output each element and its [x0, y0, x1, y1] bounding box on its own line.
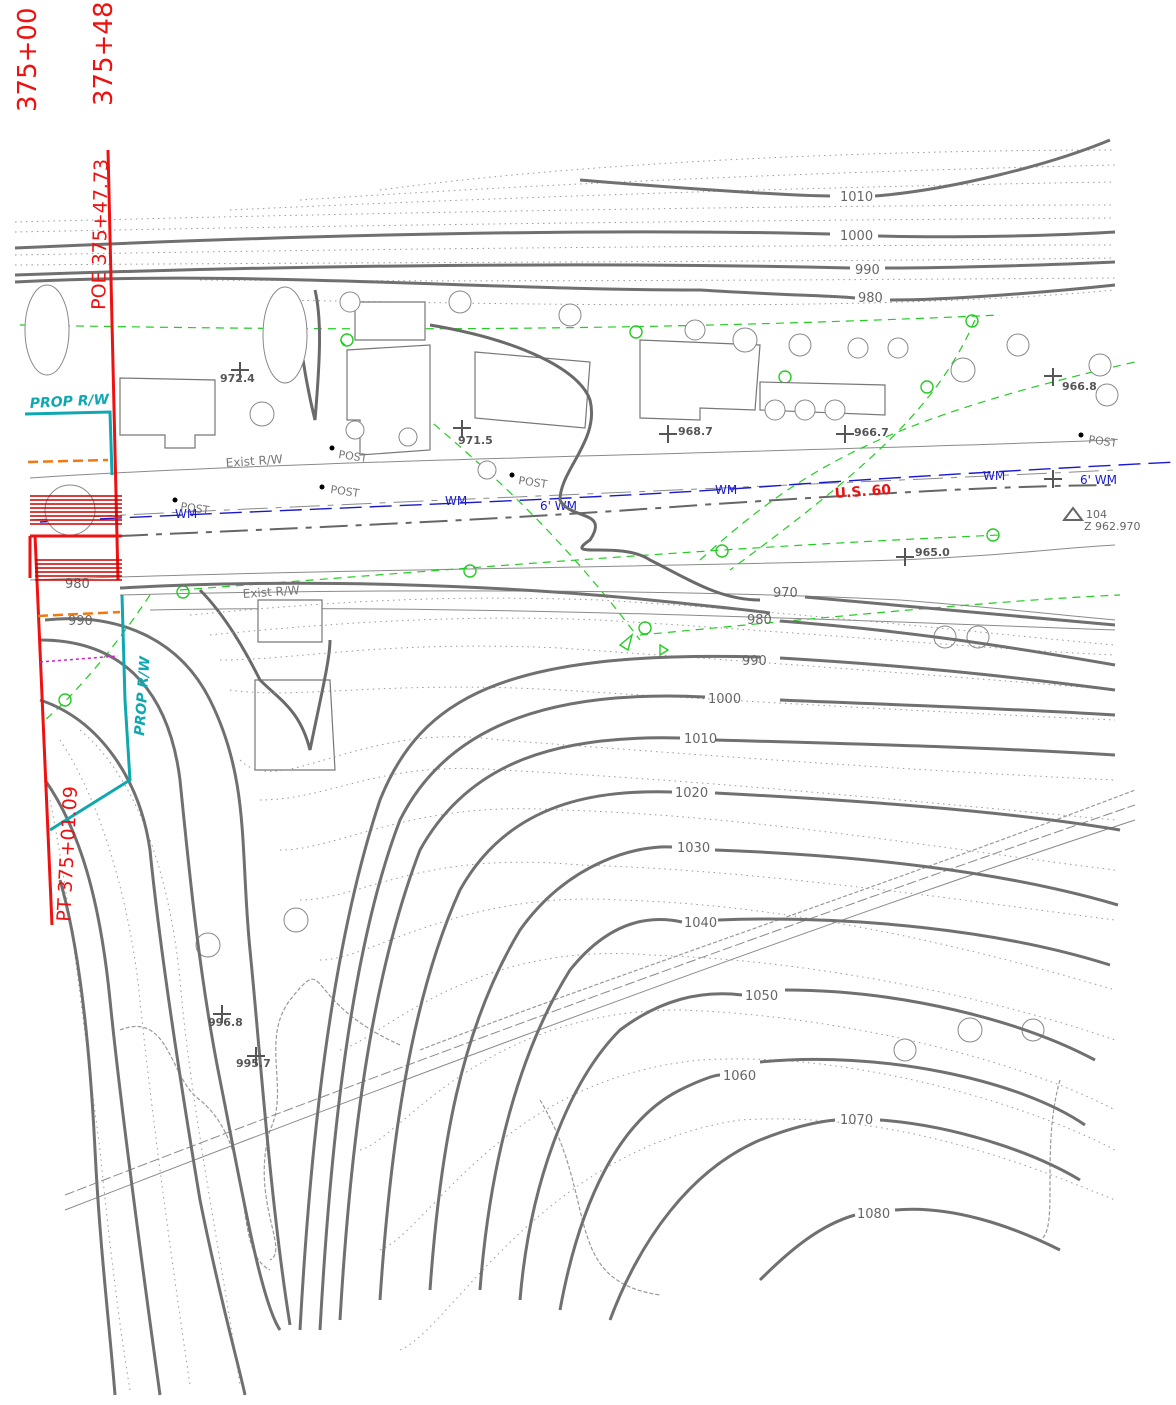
svg-text:972.4: 972.4 — [220, 372, 255, 385]
svg-text:1050: 1050 — [745, 989, 778, 1004]
spot-elevation-labels: 972.4 971.5 968.7 966.7 966.8 965.0 996.… — [208, 372, 1097, 1070]
prop-rw-label-north: PROP R/W — [29, 392, 110, 412]
svg-text:WM: WM — [175, 507, 197, 521]
tree-lines — [119, 789, 1136, 1296]
trees — [24, 284, 1119, 1062]
north-major-contours — [14, 138, 1116, 302]
svg-text:980: 980 — [747, 613, 772, 628]
svg-text:1020: 1020 — [675, 786, 708, 801]
south-major-contours — [39, 581, 1121, 1396]
prop-rw-lines — [24, 410, 132, 832]
svg-text:1030: 1030 — [677, 841, 710, 856]
svg-text:1010: 1010 — [684, 732, 717, 747]
benchmark-elevation: Z 962.970 — [1084, 520, 1141, 533]
north-intermediate-contours — [14, 149, 1116, 306]
svg-text:968.7: 968.7 — [678, 425, 713, 438]
post-label-2: POST — [338, 448, 369, 465]
svg-text:980: 980 — [858, 291, 883, 306]
svg-text:6' WM: 6' WM — [1080, 473, 1117, 487]
svg-text:966.8: 966.8 — [1062, 380, 1097, 393]
exist-rw-label-north: Exist R/W — [225, 452, 283, 470]
post-markers — [172, 432, 1084, 503]
svg-text:1000: 1000 — [840, 229, 873, 244]
station-375-48: 375+48 — [89, 2, 119, 107]
poe-station-label: POE 375+47.73 — [88, 159, 113, 310]
svg-text:996.8: 996.8 — [208, 1016, 243, 1029]
svg-text:990: 990 — [855, 263, 880, 278]
svg-text:WM: WM — [445, 494, 467, 508]
svg-text:970: 970 — [773, 586, 798, 601]
svg-text:1000: 1000 — [708, 692, 741, 707]
benchmark-triangle — [1062, 506, 1084, 521]
road-name-label: U.S. 60 — [834, 482, 892, 502]
svg-text:995.7: 995.7 — [236, 1057, 271, 1070]
spot-elevation-marks — [213, 362, 1062, 1065]
svg-text:1060: 1060 — [723, 1069, 756, 1084]
svg-text:966.7: 966.7 — [854, 426, 889, 439]
north-contour-labels: 1010 1000 990 980 — [840, 190, 883, 306]
svg-text:1080: 1080 — [857, 1207, 890, 1222]
benchmark-id: 104 — [1086, 508, 1107, 521]
water-main-line — [39, 461, 1176, 523]
post-label-4: POST — [518, 474, 549, 491]
svg-text:965.0: 965.0 — [915, 546, 950, 559]
road-corridor-lines — [29, 439, 1116, 631]
water-main-labels: WM WM 6' WM WM WM 6' WM — [175, 469, 1117, 521]
post-label-5: POST — [1088, 433, 1119, 450]
prop-rw-label-south: PROP R/W — [132, 655, 154, 736]
exist-rw-label-south: Exist R/W — [242, 583, 300, 601]
svg-text:990: 990 — [742, 654, 767, 669]
station-375-00: 375+00 — [13, 8, 43, 113]
svg-text:1070: 1070 — [840, 1113, 873, 1128]
post-label-1: POST — [180, 500, 211, 517]
south-contour-labels: 970 980 990 1000 1010 1020 1030 1040 105… — [65, 577, 890, 1222]
buildings — [119, 301, 886, 771]
svg-text:1010: 1010 — [840, 190, 873, 205]
fence-lines — [64, 804, 1136, 1211]
svg-text:990: 990 — [68, 614, 93, 629]
station-lines — [28, 149, 122, 926]
svg-text:WM: WM — [983, 469, 1005, 483]
pt-station-label: PT 375+01.09 — [53, 786, 82, 923]
svg-text:WM: WM — [715, 483, 737, 497]
south-intermediate-contours — [49, 597, 1116, 1391]
svg-text:971.5: 971.5 — [458, 434, 493, 447]
post-label-3: POST — [330, 483, 361, 500]
svg-text:1040: 1040 — [684, 916, 717, 931]
